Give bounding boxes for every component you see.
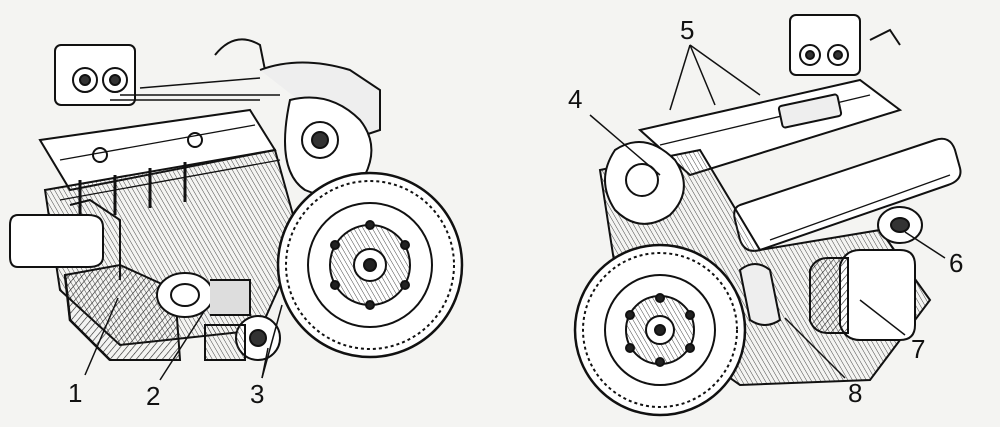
engine-left-view [9,38,464,381]
callout-4: 4 [568,84,583,114]
callout-7: 7 [911,334,926,364]
engine-right-view [573,14,962,417]
callout-8: 8 [848,378,863,408]
callout-2: 2 [146,381,161,411]
callout-6: 6 [949,248,964,278]
callout-5: 5 [680,15,695,45]
callout-1: 1 [68,378,83,408]
callout-3: 3 [250,379,265,409]
